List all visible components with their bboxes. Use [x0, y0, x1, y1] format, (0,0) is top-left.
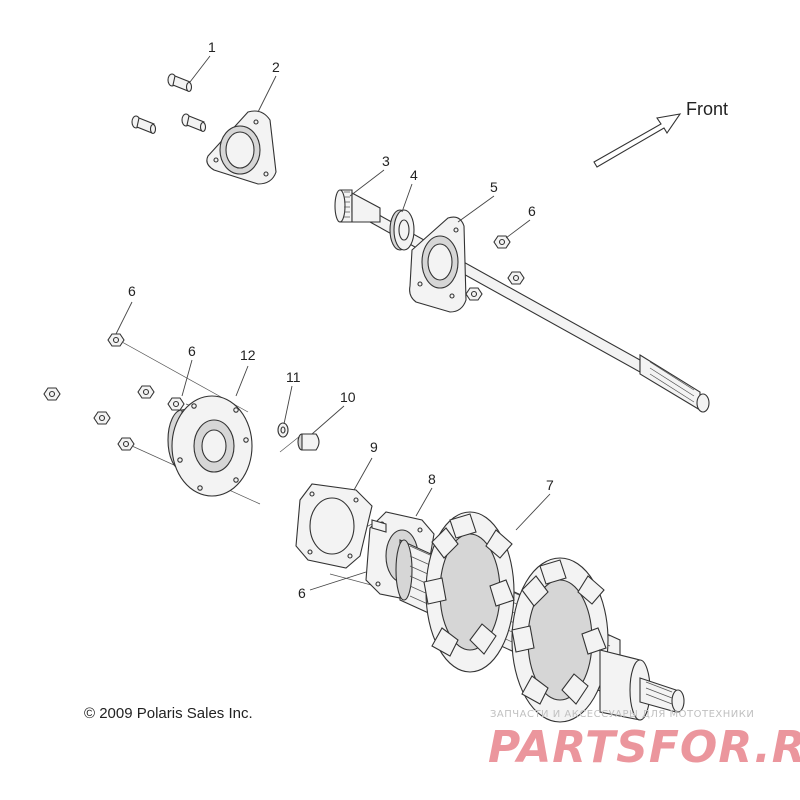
- gasket: [295, 483, 373, 569]
- callout-1: 1: [208, 39, 216, 55]
- front-label: Front: [686, 99, 728, 119]
- callout-11: 11: [286, 369, 301, 385]
- bolt-left: [131, 115, 157, 135]
- callout-9: 9: [370, 439, 378, 455]
- nut-lower-3: [137, 385, 155, 399]
- bearing: [389, 209, 415, 251]
- callout-8: 8: [428, 471, 436, 487]
- copyright-text: © 2009 Polaris Sales Inc.: [84, 705, 253, 722]
- nut-lower-4: [167, 397, 185, 411]
- nut-housing-2: [507, 271, 525, 285]
- watermark-tagline: ЗАПЧАСТИ И АКСЕССУАРЫ ДЛЯ МОТОТЕХНИКИ: [490, 709, 754, 720]
- nut-lower-6: [117, 437, 135, 451]
- watermark-brand: PARTSFOR.RU: [488, 722, 800, 773]
- callout-12: 12: [240, 347, 256, 363]
- nut-lower-2: [43, 387, 61, 401]
- callout-10: 10: [340, 389, 356, 405]
- callout-5: 5: [490, 179, 498, 195]
- bearing-housing: [409, 216, 467, 313]
- nut-housing-1: [493, 235, 511, 249]
- drive-sprocket-assembly: [395, 511, 685, 723]
- front-arrow: [593, 113, 682, 168]
- callout-3: 3: [382, 153, 390, 169]
- bolt-upper: [167, 73, 193, 93]
- callout-6-mid: 6: [188, 343, 196, 359]
- bearing-flange: [167, 395, 253, 497]
- callout-6-upper: 6: [528, 203, 536, 219]
- leader-lines: [115, 55, 551, 591]
- callout-6-lower: 6: [298, 585, 306, 601]
- bolt-right: [181, 113, 207, 133]
- callout-6-left: 6: [128, 283, 136, 299]
- flange-plate-upper: [206, 110, 277, 185]
- lock-washer: [277, 422, 289, 438]
- nut-lower-5: [93, 411, 111, 425]
- nut-lower-1: [107, 333, 125, 347]
- callout-4: 4: [410, 167, 418, 183]
- callout-7: 7: [546, 477, 554, 493]
- callout-2: 2: [272, 59, 280, 75]
- nut-housing-3: [465, 287, 483, 301]
- plug: [297, 433, 320, 451]
